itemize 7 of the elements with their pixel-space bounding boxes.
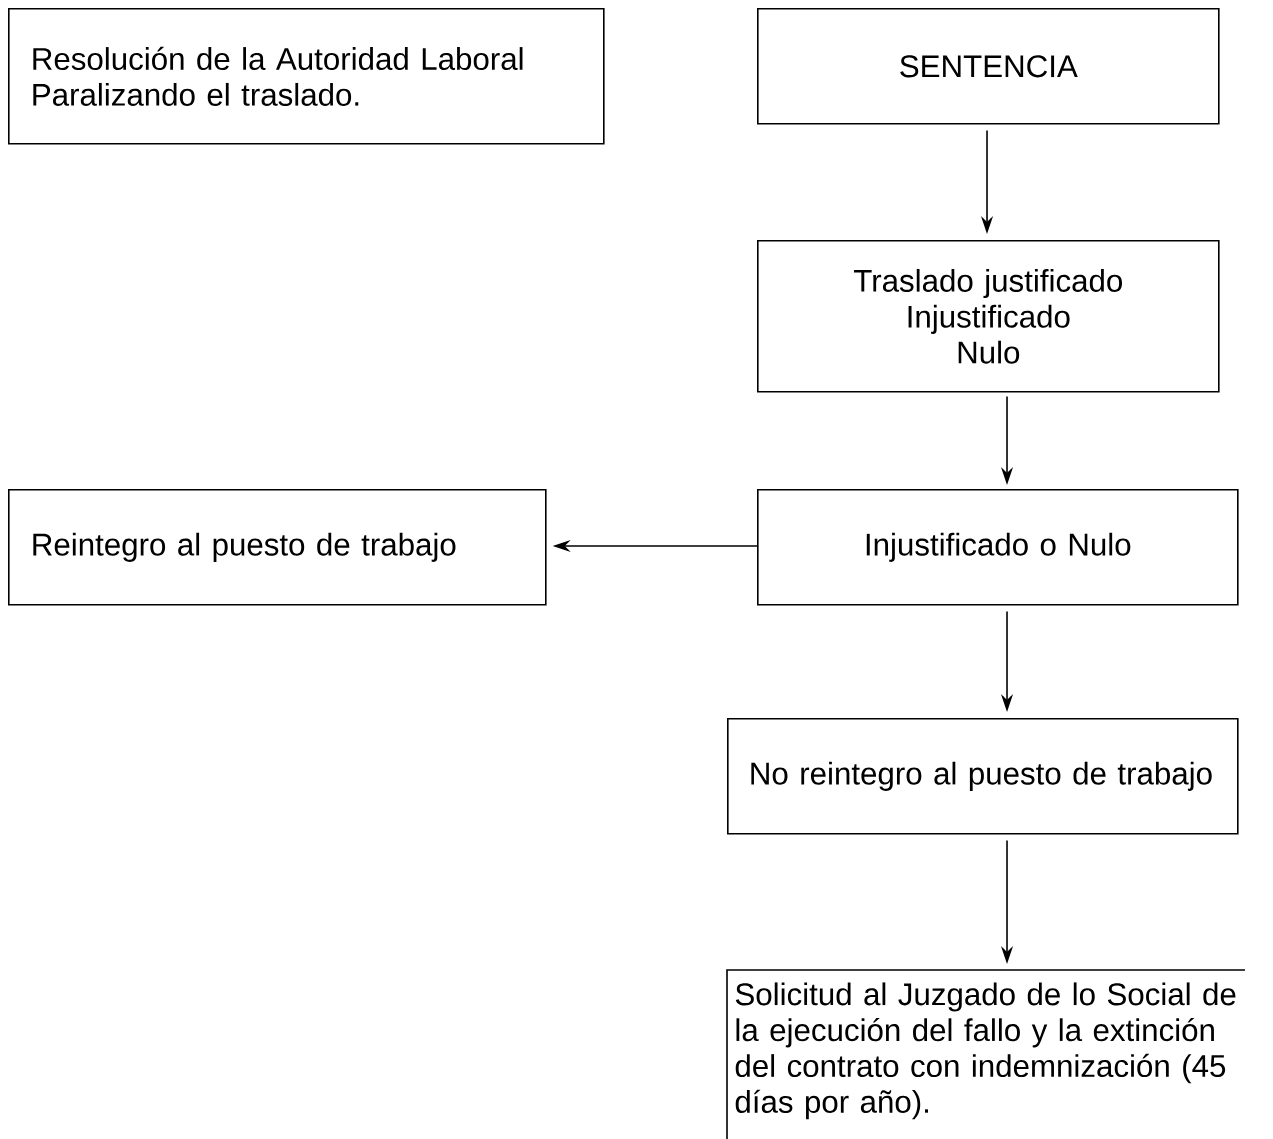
process-box: SENTENCIA bbox=[757, 8, 1220, 125]
process-box: Resolución de la Autoridad Laboral Paralizando el traslado. bbox=[8, 8, 605, 145]
process-box: Injustificado o Nulo bbox=[757, 489, 1239, 606]
process-box: Reintegro al puesto de trabajo bbox=[8, 489, 547, 606]
process-box: Solicitud al Juzgado de lo Social de la ejecución del fallo y la extinción del contrato con indemnización (45 días por año). bbox=[726, 969, 1246, 1139]
process-box: Traslado justificado Injustificado Nulo bbox=[757, 240, 1220, 393]
process-box: No reintegro al puesto de trabajo bbox=[727, 718, 1239, 835]
